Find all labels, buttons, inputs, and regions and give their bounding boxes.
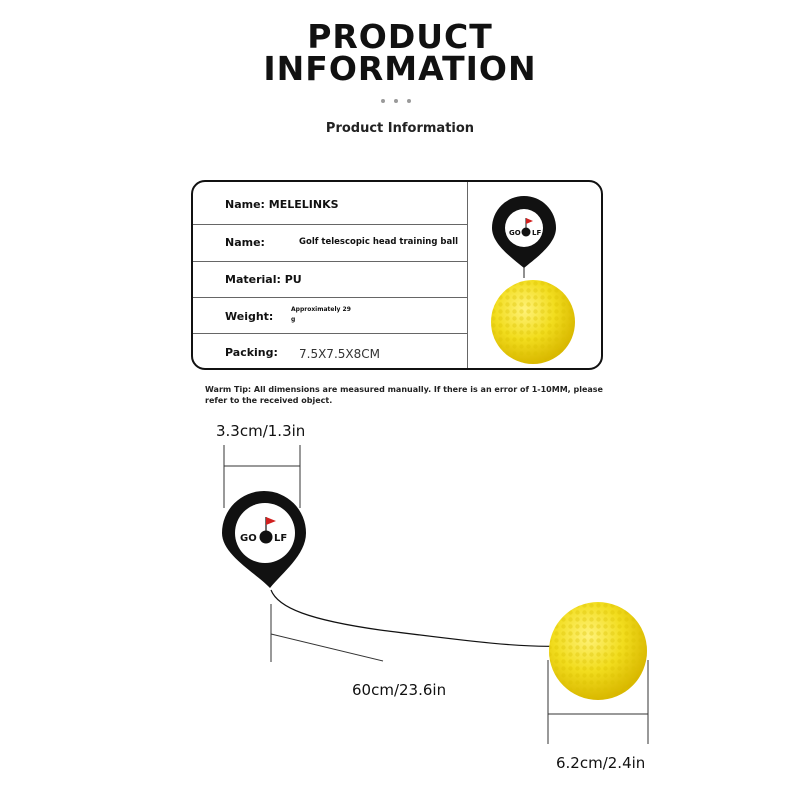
- product-info-table: Name: MELELINKS Name: Golf telescopic he…: [191, 180, 603, 370]
- svg-text:GO: GO: [240, 533, 257, 544]
- small-golf-head-icon: GO LF: [492, 196, 556, 268]
- packing-value: 7.5X7.5X8CM: [299, 347, 380, 361]
- head-width-dimension-lines: [223, 445, 301, 508]
- golf-head-icon: GO LF: [222, 491, 306, 588]
- name-label: Name:: [225, 236, 265, 249]
- cord-length-dimension-lines: [270, 604, 384, 662]
- ball-diameter-label: 6.2cm/2.4in: [556, 754, 646, 772]
- svg-text:LF: LF: [532, 229, 541, 237]
- weight-label: Weight:: [225, 310, 274, 323]
- section-subtitle: Product Information: [325, 121, 475, 136]
- page-title-line2: INFORMATION: [263, 49, 537, 88]
- svg-text:LF: LF: [274, 533, 287, 544]
- cord-line: [270, 589, 561, 647]
- table-row-name: Name: Golf telescopic head training ball: [193, 225, 467, 262]
- head-width-label: 3.3cm/1.3in: [216, 422, 306, 440]
- svg-text:GO: GO: [509, 229, 521, 237]
- cord-length-label: 60cm/23.6in: [352, 681, 447, 699]
- name-value: Golf telescopic head training ball: [299, 237, 459, 247]
- small-yellow-ball: [491, 280, 575, 364]
- yellow-ball: [549, 602, 647, 700]
- brand-label: Name: MELELINKS: [225, 198, 339, 211]
- table-row-brand: Name: MELELINKS: [193, 182, 467, 225]
- ball-diameter-dimension-lines: [547, 660, 649, 744]
- decorative-dots: [381, 99, 411, 103]
- warm-tip-note: Warm Tip: All dimensions are measured ma…: [205, 385, 603, 405]
- material-label: Material: PU: [225, 273, 302, 286]
- table-row-weight: Weight: Approximately 29 g: [193, 298, 467, 334]
- weight-value: Approximately 29 g: [291, 306, 351, 323]
- table-product-image: GO LF: [491, 196, 575, 364]
- table-column-divider: [467, 182, 468, 368]
- packing-label: Packing:: [225, 346, 278, 359]
- table-row-packing: Packing: 7.5X7.5X8CM: [193, 334, 467, 368]
- page-title-line1: PRODUCT: [307, 17, 493, 56]
- table-row-material: Material: PU: [193, 262, 467, 298]
